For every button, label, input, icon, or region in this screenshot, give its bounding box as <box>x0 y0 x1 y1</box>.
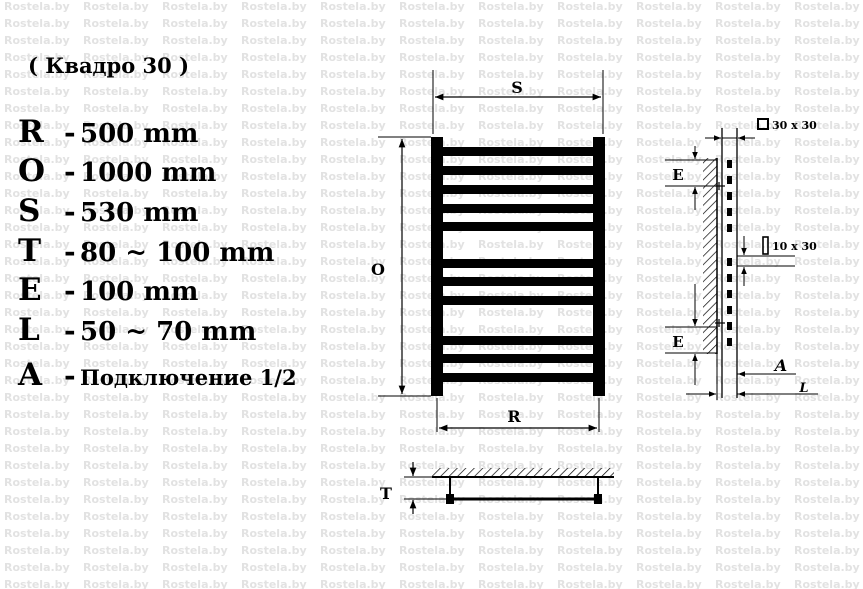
side-wall-hatch <box>703 158 717 354</box>
spec-value: 80 ~ 100 mm <box>80 238 275 268</box>
towel-rail-body <box>431 137 605 396</box>
rail-bar <box>443 185 593 194</box>
spec-letter: A <box>18 357 43 393</box>
wall-hatch <box>432 468 614 477</box>
spec-row-o: O-1000 mm <box>18 153 216 193</box>
spec-dash: - <box>64 314 76 347</box>
spec-dash: - <box>64 195 76 228</box>
spec-letter: R <box>18 114 44 150</box>
bar-profile-icon <box>762 236 769 255</box>
spec-letter: E <box>18 272 42 308</box>
side-rail-ends <box>727 160 732 346</box>
spec-dash: - <box>64 235 76 268</box>
distance-e-bottom: E <box>665 284 717 385</box>
height-label-o: O <box>371 260 385 279</box>
spec-letter: S <box>18 193 41 229</box>
spec-row-e: E-100 mm <box>18 272 198 312</box>
width-label-s: S <box>511 78 523 97</box>
bottom-connector-left <box>446 494 454 504</box>
spec-value: 500 mm <box>80 119 199 149</box>
spec-row-r: R-500 mm <box>18 114 198 154</box>
side-view: 30 x 30 10 x 30 E E <box>665 118 818 400</box>
profile-10x30-callout: 10 x 30 <box>737 236 817 286</box>
rail-bar <box>443 166 593 175</box>
spec-value: 530 mm <box>80 198 199 228</box>
e-label-top: E <box>672 166 683 184</box>
spec-dash: - <box>64 274 76 307</box>
profile-30x30-callout: 30 x 30 <box>705 118 817 141</box>
square-profile-icon <box>757 118 769 130</box>
bottom-view: T <box>380 462 614 514</box>
center-label-r: R <box>507 407 521 426</box>
rail-bar <box>443 222 593 231</box>
bottom-connector-right <box>594 494 602 504</box>
spec-value: 50 ~ 70 mm <box>80 317 257 347</box>
depth-label-t: T <box>380 484 392 503</box>
profile-bar-label: 10 x 30 <box>772 240 817 253</box>
e-label-bottom: E <box>672 333 683 351</box>
spec-letter: L <box>18 312 40 348</box>
rail-bar <box>443 204 593 213</box>
rail-bar <box>443 259 593 268</box>
spec-value: 100 mm <box>80 277 199 307</box>
profile-top-label: 30 x 30 <box>772 119 817 132</box>
distance-e-top: E <box>665 146 717 210</box>
spec-row-s: S-530 mm <box>18 193 198 233</box>
front-view: S O R <box>371 70 605 432</box>
spec-value: 1000 mm <box>80 158 217 188</box>
width-dimension-s: S <box>432 70 604 134</box>
right-collector <box>593 137 605 396</box>
dimension-a: A <box>737 356 796 377</box>
spec-row-l: L-50 ~ 70 mm <box>18 312 256 352</box>
left-collector <box>431 137 443 396</box>
spec-dash: - <box>64 155 76 188</box>
spec-row-a: A-Подключение 1/2 <box>18 357 297 397</box>
spec-dash: - <box>64 359 76 392</box>
rail-bar <box>443 336 593 345</box>
height-dimension-o: O <box>371 136 431 397</box>
rail-bar <box>443 373 593 382</box>
dimension-l: L <box>686 354 818 400</box>
model-title: ( Квадро 30 ) <box>28 53 190 78</box>
rail-bar <box>443 277 593 286</box>
l-label: L <box>798 381 808 396</box>
a-label: A <box>773 356 787 375</box>
spec-letter: O <box>18 153 46 189</box>
rail-bar <box>443 354 593 363</box>
spec-dash: - <box>64 116 76 149</box>
spec-value: Подключение 1/2 <box>80 365 297 390</box>
spec-row-t: T-80 ~ 100 mm <box>18 233 274 273</box>
spec-letter: T <box>18 233 42 269</box>
rail-bar <box>443 147 593 156</box>
center-dimension-r: R <box>436 398 600 432</box>
rail-bar <box>443 296 593 305</box>
